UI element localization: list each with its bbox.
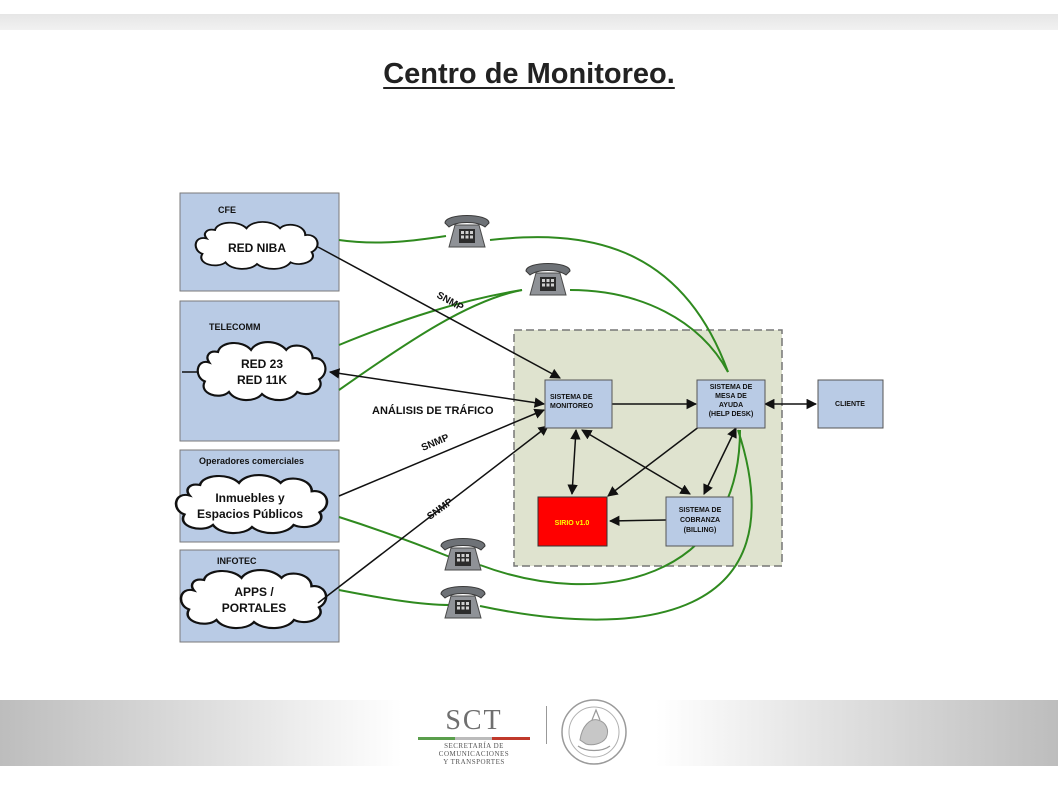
sct-logo: SCT SECRETARÍA DE COMUNICACIONES Y TRANS… [414, 706, 534, 766]
telephone-icon [440, 586, 486, 619]
cloud-label-red-23: RED 23 [241, 357, 283, 371]
box-monitoreo-line1: SISTEMA DE [550, 394, 593, 401]
network-diagram: CFE TELECOMM Operadores comerciales INFO… [174, 192, 884, 643]
cloud-shape [179, 568, 328, 630]
cloud-label-apps: APPS / [234, 585, 274, 599]
box-cobranza-line3: (BILLING) [684, 527, 717, 534]
cloud-label-inmuebles: Inmuebles y [215, 491, 285, 505]
sct-logo-text: SCT [445, 705, 503, 736]
box-mesa-line2: MESA DE [715, 393, 747, 400]
box-monitoreo-line2: MONITOREO [550, 403, 594, 410]
footer-band [0, 700, 1058, 766]
sct-logo-sub2: COMUNICACIONES [438, 750, 510, 758]
cloud-shape [196, 340, 327, 402]
box-sistema-monitoreo [544, 379, 613, 429]
national-seal-icon [561, 699, 627, 765]
cloud-label-portales: PORTALES [222, 601, 286, 615]
cloud-label-red-11k: RED 11K [237, 373, 287, 387]
cloud-label-espacios: Espacios Públicos [197, 507, 303, 521]
label-analisis-trafico: ANÁLISIS DE TRÁFICO [372, 404, 494, 417]
box-cobranza [665, 496, 734, 547]
top-band [0, 14, 1058, 30]
box-mesa-line4: (HELP DESK) [709, 411, 754, 418]
box-sirio-label: SIRIO v1.0 [555, 520, 590, 527]
label-snmp-3: SNMP [425, 496, 455, 522]
box-mesa-ayuda [696, 379, 766, 429]
box-cliente [817, 379, 884, 429]
box-cobranza-line2: COBRANZA [680, 517, 720, 524]
sct-logo-bar [418, 737, 530, 740]
group-label-infotec: INFOTEC [217, 556, 257, 566]
telephone-icon [444, 215, 490, 248]
telephone-icon [440, 538, 486, 571]
logo-divider [546, 706, 547, 744]
telephone-icon [525, 263, 571, 296]
data-arrows [317, 246, 818, 604]
group-label-cfe: CFE [218, 205, 236, 215]
page-title: Centro de Monitoreo. [383, 58, 675, 90]
box-cliente-label: CLIENTE [835, 401, 865, 408]
sct-logo-sub3: Y TRANSPORTES [443, 758, 505, 766]
box-mesa-line3: AYUDA [719, 402, 743, 409]
box-cobranza-line1: SISTEMA DE [679, 507, 722, 514]
group-label-operadores: Operadores comerciales [199, 456, 304, 466]
cloud-label-red-niba: RED NIBA [228, 241, 286, 255]
box-sirio [537, 496, 608, 547]
group-label-telecomm: TELECOMM [209, 322, 261, 332]
sct-logo-sub1: SECRETARÍA DE [444, 742, 504, 750]
box-mesa-line1: SISTEMA DE [710, 384, 753, 391]
